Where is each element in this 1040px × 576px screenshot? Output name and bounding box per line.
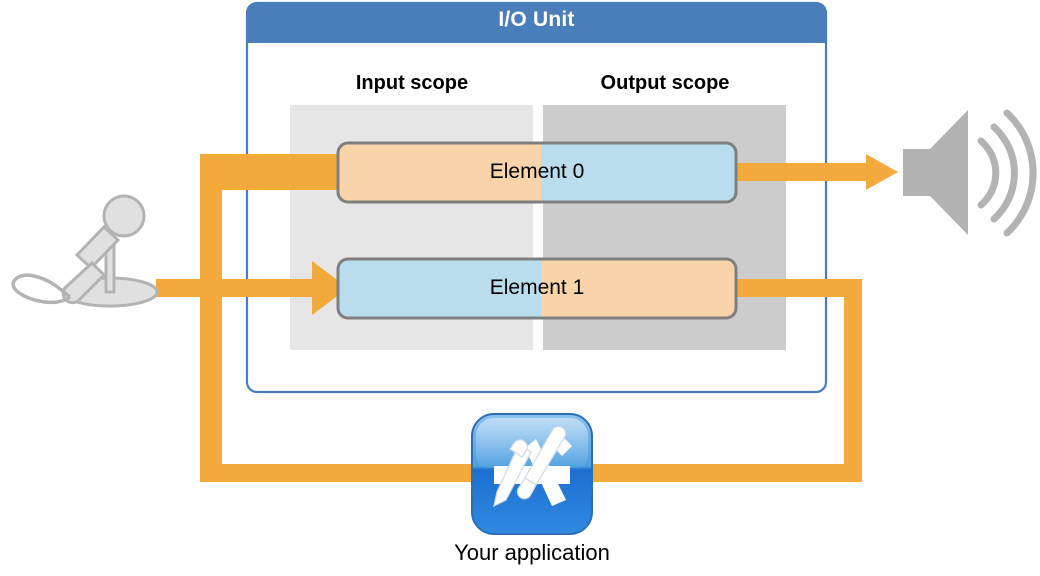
output-scope-label: Output scope	[600, 72, 730, 94]
flow-element0-to-speaker	[700, 154, 898, 190]
element-1-box[interactable]	[336, 256, 741, 324]
flow-app-to-element0	[200, 154, 500, 482]
element-1-label: Element 1	[489, 276, 585, 299]
input-scope-label: Input scope	[355, 72, 469, 94]
flow-mic-to-element1	[156, 261, 348, 315]
microphone-icon	[11, 194, 159, 308]
your-application-label: Your application	[454, 540, 610, 565]
element-0-box[interactable]	[336, 140, 741, 208]
io-unit-title-bar	[247, 3, 826, 43]
element-0-label: Element 0	[489, 160, 585, 183]
app-store-icon[interactable]	[471, 413, 593, 535]
flow-element1-to-app	[566, 279, 862, 482]
speaker-icon	[903, 109, 1037, 237]
io-unit-title: I/O Unit	[498, 8, 575, 31]
